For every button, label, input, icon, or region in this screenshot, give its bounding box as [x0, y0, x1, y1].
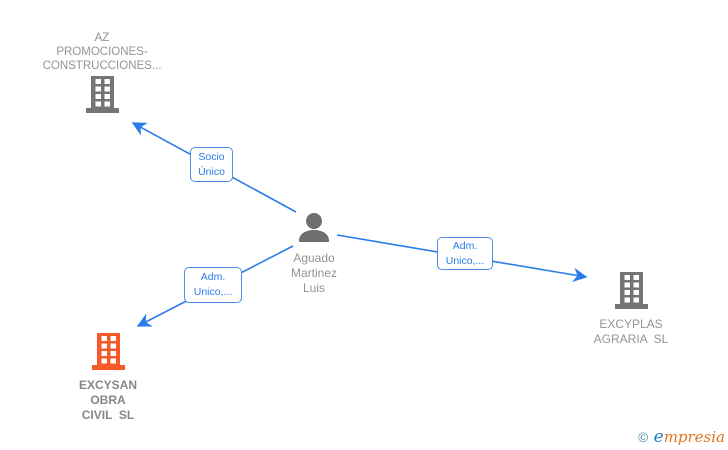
building-icon [85, 76, 119, 118]
copyright-icon: © [636, 431, 650, 446]
empresia-logo-e: e [653, 427, 664, 447]
node-company-excysan[interactable]: EXCYSAN OBRA CIVIL SL [33, 333, 183, 423]
node-company-az[interactable]: AZ PROMOCIONES- CONSTRUCCIONES... [22, 31, 182, 118]
empresia-watermark[interactable]: ©empresia [637, 427, 725, 447]
node-label: EXCYPLAS AGRARIA SL [593, 317, 669, 346]
node-person-aguado[interactable]: Aguado Martinez Luis [254, 213, 374, 296]
node-label: AZ PROMOCIONES- CONSTRUCCIONES... [42, 32, 162, 72]
node-label: EXCYSAN OBRA CIVIL SL [78, 378, 137, 422]
node-company-excyplas[interactable]: EXCYPLAS AGRARIA SL [556, 272, 706, 347]
empresia-logo-text: mpresia [663, 428, 725, 446]
building-icon [614, 272, 648, 314]
person-icon [297, 213, 331, 248]
edge-label-adm-unico-excyplas[interactable]: Adm. Unico,... [437, 237, 493, 270]
edge-label-socio-unico[interactable]: Socio Único [190, 147, 233, 182]
node-label: Aguado Martinez Luis [290, 251, 337, 295]
building-icon [91, 333, 125, 375]
edge-label-adm-unico-excysan[interactable]: Adm. Unico,... [184, 267, 242, 303]
